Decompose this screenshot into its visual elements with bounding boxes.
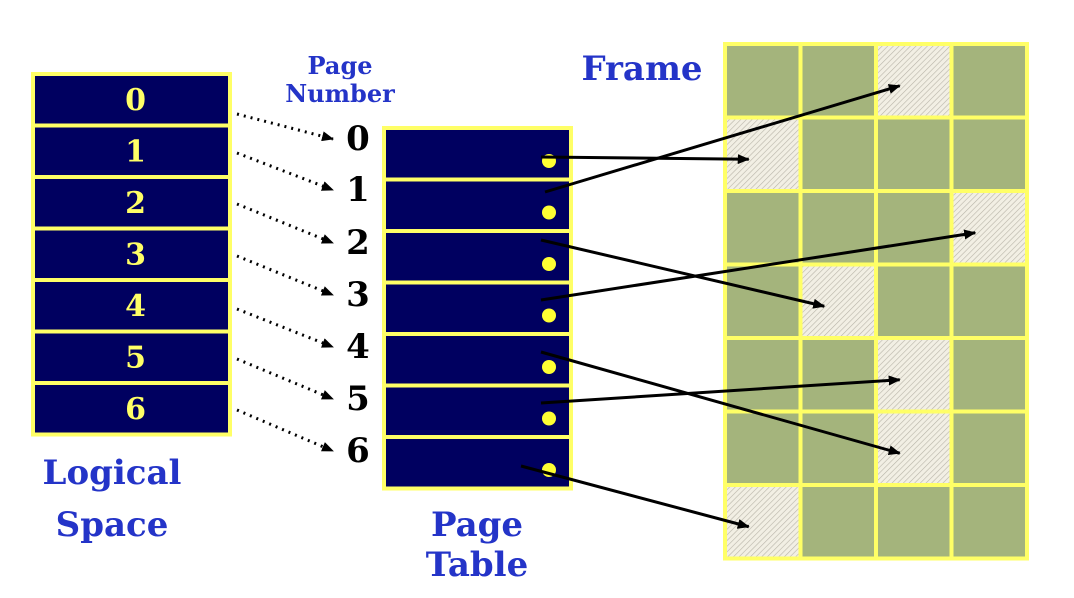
page-number-list: 0 1 2 3 4 5 6 [346, 119, 370, 471]
frame-cell-used [953, 413, 1025, 483]
logical-page-number: 6 [125, 392, 146, 427]
frame-cell-used [878, 119, 950, 189]
page-table-entry [382, 383, 573, 439]
page-table-dot [542, 205, 556, 220]
page-number-label-line2: Number [285, 79, 395, 108]
page-number: 0 [346, 119, 370, 159]
frame-cell-used [727, 413, 799, 483]
page-number: 4 [346, 327, 370, 367]
page-table-dot [542, 360, 556, 374]
frame-cell-free [727, 487, 799, 557]
mapping-arrow [540, 229, 977, 302]
page-number: 6 [346, 431, 370, 471]
logical-page-box [31, 381, 232, 437]
frame-cell-used [802, 193, 874, 263]
dotted-arrow [236, 357, 334, 401]
logical-page-box [31, 175, 232, 231]
mapping-arrow [540, 375, 901, 405]
page-table-dot [542, 411, 556, 426]
logical-page-box [31, 329, 232, 385]
page-table-entry [382, 126, 573, 182]
page-number: 3 [346, 275, 370, 315]
logical-page-number: 2 [125, 186, 146, 221]
mapping-arrow [544, 84, 901, 194]
mapping-arrow [540, 350, 901, 456]
dotted-arrow [236, 202, 334, 245]
frame-cell-used [727, 340, 799, 410]
frame-cell-free [878, 340, 950, 410]
dotted-arrow [236, 307, 334, 349]
frame-cell-used [953, 46, 1025, 116]
logical-to-page-arrows [236, 112, 334, 453]
logical-space-label-line1: Logical [43, 453, 182, 493]
physical-frame-grid [723, 42, 1029, 561]
frame-cell-used [802, 119, 874, 189]
logical-page-number: 3 [125, 238, 146, 273]
logical-page-box [31, 123, 232, 179]
page-table-dot [542, 257, 556, 271]
frame-cell-used [953, 266, 1025, 336]
frame-cell-free [953, 193, 1025, 263]
page-table-entry [382, 280, 573, 336]
frame-cell-used [953, 119, 1025, 189]
page-number: 2 [346, 223, 370, 263]
page-to-frame-arrows [520, 84, 977, 529]
page-number: 5 [346, 379, 370, 419]
logical-page-number: 1 [125, 135, 146, 170]
logical-page-box [31, 278, 232, 334]
frame-cell-used [878, 193, 950, 263]
page-table-entry [382, 332, 573, 388]
dotted-arrow [236, 408, 334, 453]
page-number: 1 [346, 170, 370, 210]
mapping-arrow [520, 464, 750, 529]
frame-cell-used [802, 340, 874, 410]
frame-cell-used [727, 46, 799, 116]
frame-cell-free [878, 413, 950, 483]
page-table [382, 126, 573, 491]
frame-cell-used [802, 413, 874, 483]
page-table-label-line2: Table [426, 545, 528, 585]
frame-cell-used [727, 193, 799, 263]
page-table-dot [542, 308, 556, 323]
page-table-entry [382, 435, 573, 491]
logical-space: 0 1 2 3 4 5 6 [31, 72, 232, 437]
frame-label: Frame [581, 49, 702, 89]
frame-cell-used [802, 487, 874, 557]
logical-space-label-line2: Space [56, 505, 169, 545]
page-table-label-line1: Page [431, 505, 523, 545]
dotted-arrow [236, 112, 334, 142]
frame-cell-free [878, 46, 950, 116]
logical-page-number: 0 [125, 83, 146, 118]
page-table-entry [382, 177, 573, 233]
mapping-arrow [540, 154, 750, 165]
logical-page-number: 5 [125, 341, 146, 376]
frame-cell-used [878, 487, 950, 557]
mapping-arrow [540, 238, 826, 309]
page-table-entry [382, 229, 573, 285]
frame-cell-used [727, 266, 799, 336]
frame-cell-used [878, 266, 950, 336]
logical-page-number: 4 [125, 289, 146, 324]
frame-cell-used [953, 487, 1025, 557]
frame-cell-free [727, 119, 799, 189]
frame-cell-used [953, 340, 1025, 410]
page-number-label-line1: Page [307, 51, 372, 80]
dotted-arrow [236, 254, 334, 297]
frame-cell-free [802, 266, 874, 336]
dotted-arrow [236, 151, 334, 192]
